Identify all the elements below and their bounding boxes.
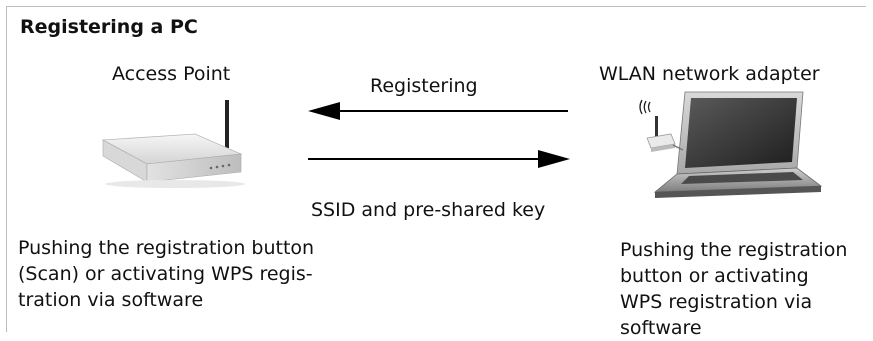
registering-arrow <box>308 102 568 120</box>
adapter-description-line: software <box>620 317 702 339</box>
diagram-frame <box>6 6 866 332</box>
access-point-label: Access Point <box>112 63 231 85</box>
access-point-router-icon <box>101 100 245 188</box>
wireless-signal-icon <box>639 99 651 115</box>
wlan-adapter-label: WLAN network adapter <box>599 63 820 85</box>
access-point-description-line: tration via software <box>18 289 204 311</box>
ssid-key-arrow <box>308 150 570 168</box>
registering-label: Registering <box>370 75 478 97</box>
access-point-description-line: Pushing the registration button <box>18 237 315 259</box>
adapter-description: Pushing the registration button or activ… <box>620 237 847 341</box>
adapter-description-line: WPS registration via <box>620 291 813 313</box>
laptop-icon <box>639 91 823 198</box>
wlan-usb-adapter-icon <box>646 116 684 152</box>
adapter-description-line: button or activating <box>620 265 809 287</box>
diagram-title: Registering a PC <box>20 16 198 38</box>
ssid-key-label: SSID and pre-shared key <box>311 199 546 221</box>
access-point-description-line: (Scan) or activating WPS regis- <box>18 263 313 285</box>
access-point-description: Pushing the registration button (Scan) o… <box>18 235 314 313</box>
adapter-description-line: Pushing the registration <box>620 239 848 261</box>
